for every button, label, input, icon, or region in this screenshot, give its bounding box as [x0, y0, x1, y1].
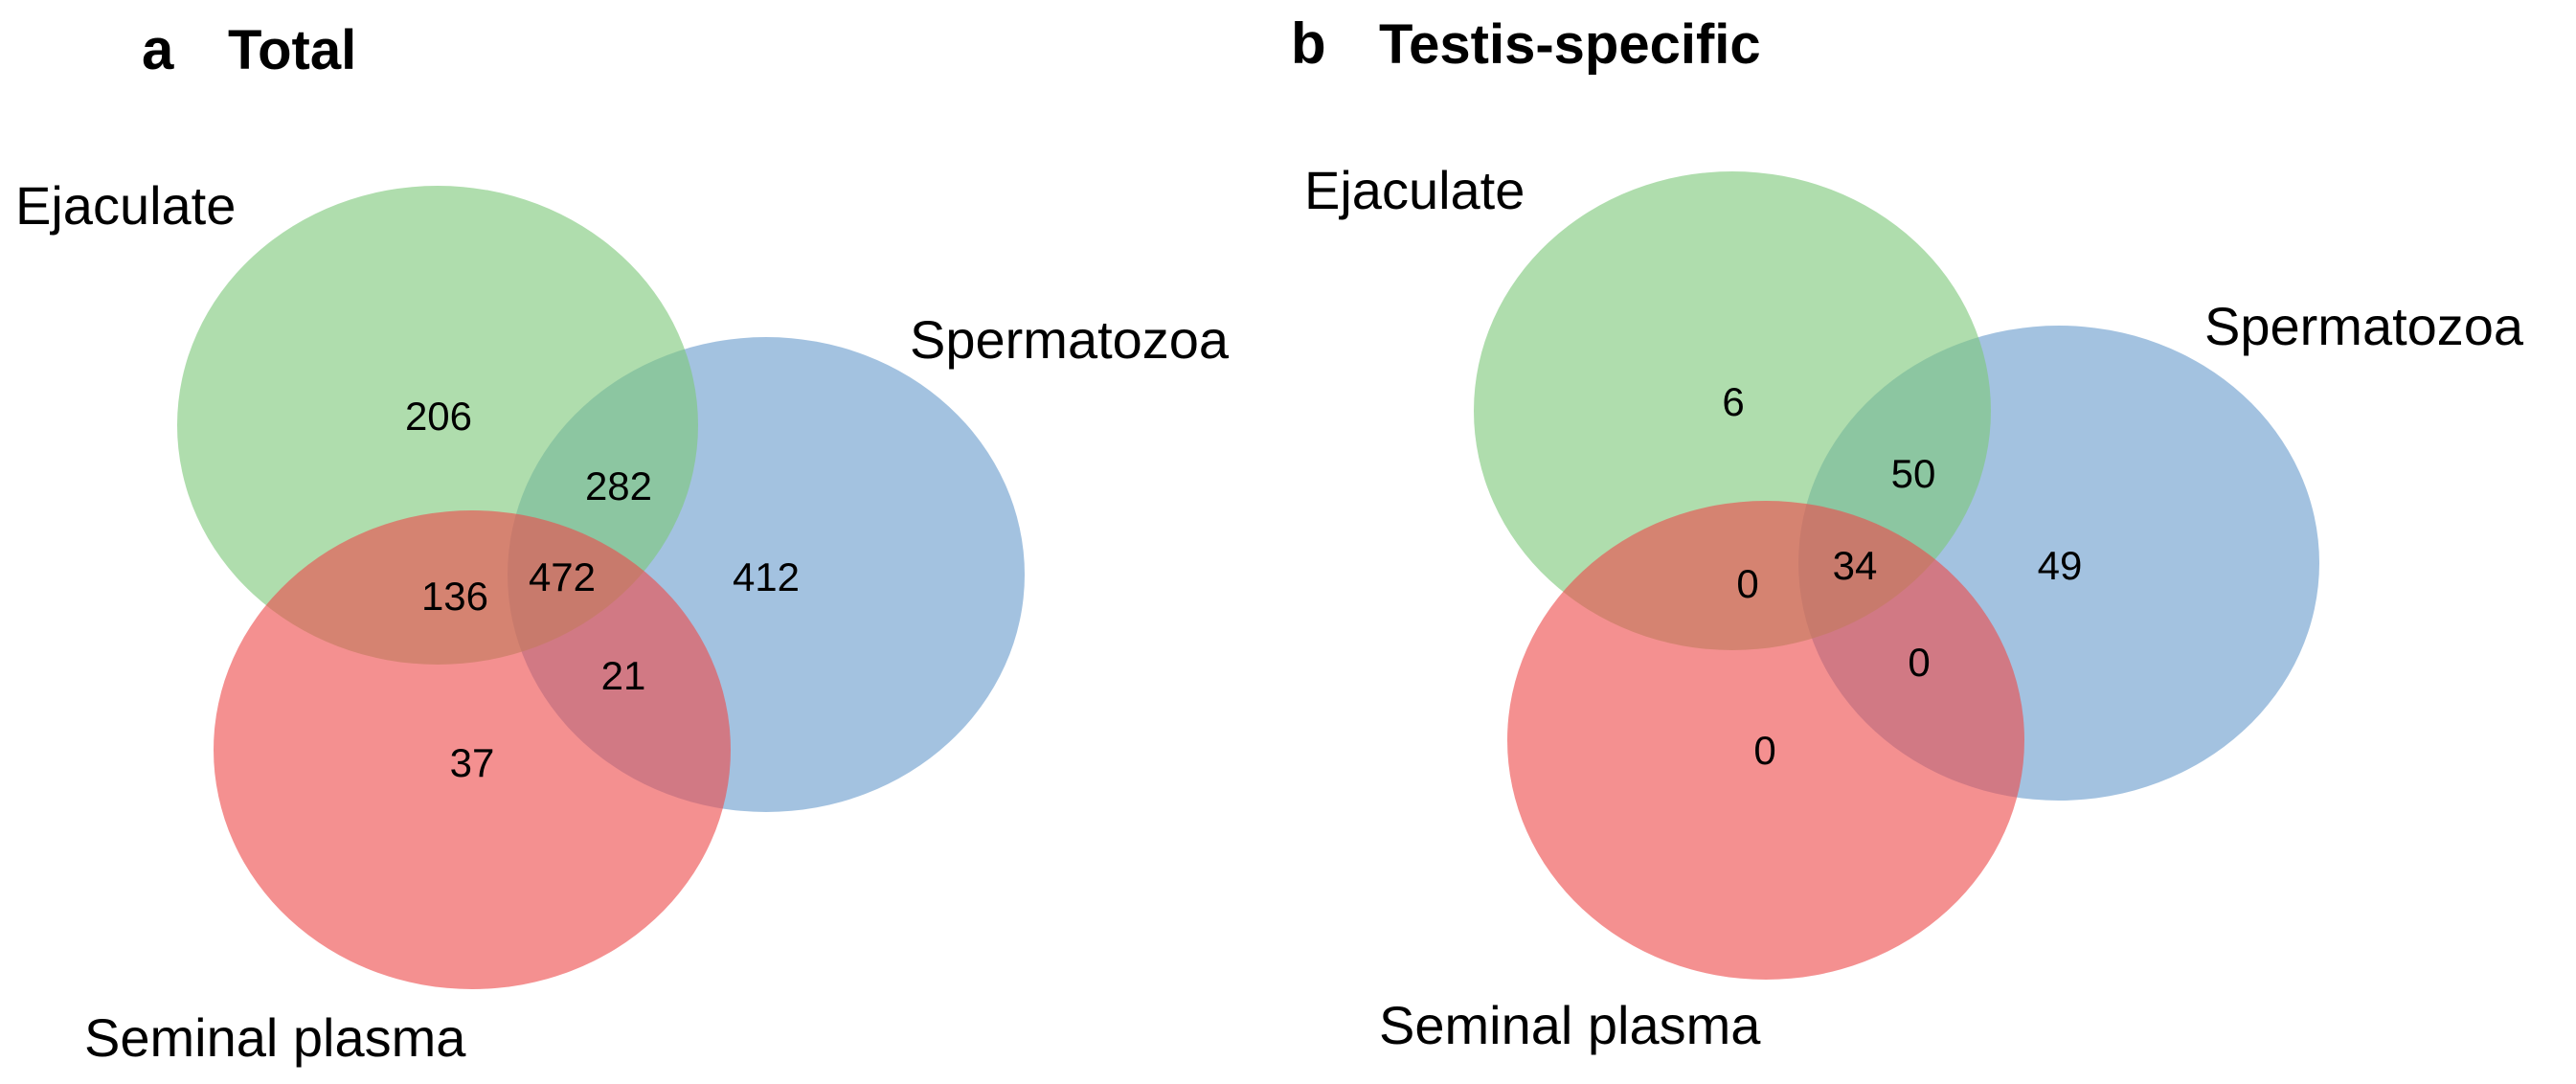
panel-b-label-ejaculate: Ejaculate: [1304, 160, 1525, 220]
panel-b-label-spermatozoa: Spermatozoa: [2204, 296, 2524, 356]
panel-a-count-spermatozoa-only: 412: [733, 554, 800, 599]
panel-b-count-ejaculate-spermatozoa: 50: [1891, 451, 1936, 496]
panel-a-label-ejaculate: Ejaculate: [15, 175, 236, 236]
panel-b-count-all-three: 34: [1833, 543, 1878, 588]
panel-b-title: Testis-specific: [1379, 13, 1761, 76]
panel-b: b Testis-specific Ejaculate Spermatozoa …: [1291, 11, 2524, 1055]
panel-a-letter: a: [142, 17, 174, 81]
panel-b-circle-seminal-plasma: [1507, 501, 2024, 980]
panel-a-label-spermatozoa: Spermatozoa: [910, 309, 1230, 370]
panel-b-count-spermatozoa-only: 49: [2038, 543, 2083, 588]
panel-a-count-all-three: 472: [529, 554, 596, 599]
panel-a-circle-seminal-plasma: [214, 510, 731, 989]
panel-a-label-seminal-plasma: Seminal plasma: [84, 1007, 466, 1068]
panel-a-count-ejaculate-spermatozoa: 282: [585, 463, 652, 508]
panel-a-count-spermatozoa-seminal-plasma: 21: [601, 653, 646, 698]
panel-a-title: Total: [228, 19, 356, 81]
panel-b-letter: b: [1291, 11, 1326, 76]
panel-a-count-seminal-plasma-only: 37: [450, 740, 495, 785]
panel-b-label-seminal-plasma: Seminal plasma: [1379, 995, 1761, 1055]
panel-b-count-seminal-plasma-only: 0: [1753, 728, 1775, 773]
panel-b-count-spermatozoa-seminal-plasma: 0: [1908, 640, 1930, 685]
panel-b-count-ejaculate-seminal-plasma: 0: [1736, 561, 1758, 606]
panel-b-count-ejaculate-only: 6: [1722, 379, 1744, 424]
panel-a-count-ejaculate-only: 206: [405, 394, 472, 439]
panel-a-count-ejaculate-seminal-plasma: 136: [421, 574, 488, 619]
panel-a: a Total Ejaculate Spermatozoa Seminal pl…: [15, 17, 1230, 1068]
